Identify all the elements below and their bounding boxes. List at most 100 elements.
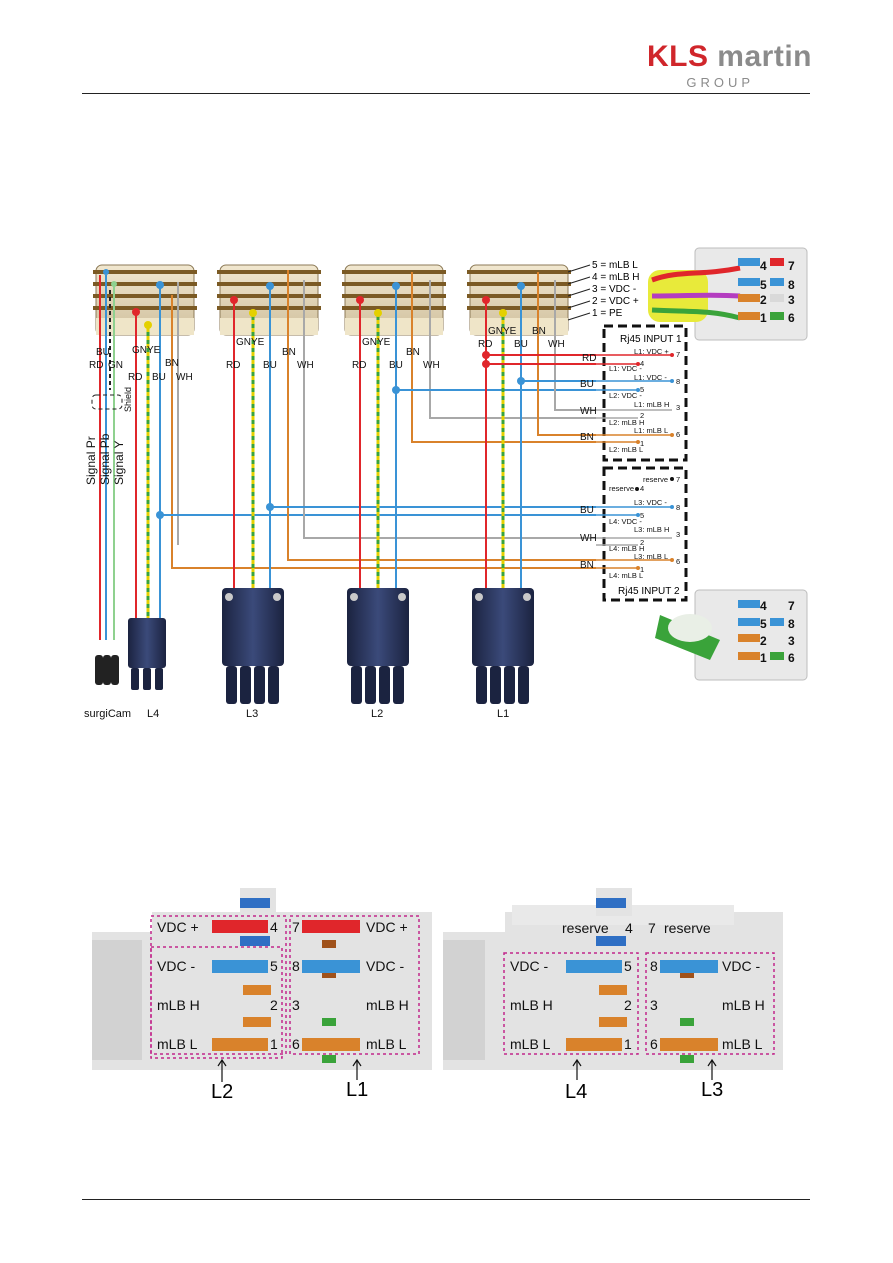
header-rule	[82, 93, 810, 94]
right-group-l4: L4	[565, 1081, 587, 1103]
rj45-lbl-bn-2: BN	[580, 560, 594, 571]
left-row-1-rpin: 8	[292, 958, 300, 974]
rj45-1-pin-8: 8	[676, 377, 680, 386]
logo-wordmark: KLS martin	[646, 40, 812, 73]
rj45-1-pin-5: 5	[640, 385, 644, 394]
plug-l1	[472, 588, 534, 704]
photo-bottom-pin-8: 8	[788, 617, 795, 631]
label-wh-l4: WH	[176, 372, 193, 383]
left-row-1-right: VDC -	[366, 958, 404, 974]
plug-l4	[128, 618, 166, 690]
rj45-2-row-3: L4: VDC -	[609, 517, 642, 526]
left-row-2-right: mLB H	[366, 997, 409, 1013]
right-row-3-left: mLB L	[510, 1036, 551, 1052]
right-row-2-right: mLB H	[722, 997, 765, 1013]
rj45-2-row-0: reserve	[643, 475, 668, 484]
rj45-1-row-6: L1: mLB L	[634, 426, 668, 435]
plug-l3	[222, 588, 284, 704]
label-l4: L4	[147, 708, 159, 720]
label-shield: Shield	[123, 387, 133, 412]
rj45-1-pin-4: 4	[640, 359, 644, 368]
right-row-3-rpin: 6	[650, 1036, 658, 1052]
left-row-2-rpin: 3	[292, 997, 300, 1013]
shield-box	[91, 394, 123, 410]
label-signal-pr: Signal Pr	[84, 436, 98, 485]
left-row-0-left: VDC +	[157, 919, 199, 935]
label-rd-l1: RD	[478, 339, 492, 350]
rj45-2-pin-6: 6	[676, 557, 680, 566]
label-bn-l4: BN	[165, 358, 179, 369]
label-rd-l3: RD	[226, 360, 240, 371]
photo-top-pin-7: 7	[788, 259, 795, 273]
wires	[99, 270, 596, 640]
rj45-2-pin-7: 7	[676, 475, 680, 484]
wire-labels: BU RD GN GNYE BN RD BU WH GNYE BN RD BU …	[89, 326, 565, 412]
right-row-0-right: reserve	[664, 920, 711, 936]
logo-group: GROUP	[686, 75, 754, 90]
rj45-1-pin-2: 2	[640, 411, 644, 420]
rj45-lbl-wh: WH	[580, 406, 597, 417]
photo-bottom-pin-5: 5	[760, 617, 767, 631]
left-row-2-lpin: 2	[270, 997, 278, 1013]
label-rd-l2: RD	[352, 360, 366, 371]
ring-legend-4: 4 = mLB H	[592, 272, 640, 283]
photo-top-pin-4: 4	[760, 259, 767, 273]
label-bu-l1: BU	[514, 339, 528, 350]
photo-bottom-pin-6: 6	[788, 651, 795, 665]
photo-top-pin-5: 5	[760, 278, 767, 292]
label-signal-pb: Signal Pb	[98, 433, 112, 485]
wire-junctions	[103, 269, 525, 519]
rj45-2-pin-3: 3	[676, 530, 680, 539]
rj45-1-row-4: L1: mLB H	[634, 400, 669, 409]
ring-legend-5: 5 = mLB L	[592, 260, 638, 271]
ring-legend: 5 = mLB L 4 = mLB H 3 = VDC - 2 = VDC + …	[567, 260, 640, 321]
photo-bottom-pin-7: 7	[788, 599, 795, 613]
label-gnye-l4: GNYE	[132, 345, 161, 356]
right-row-0-lpin: 4	[625, 920, 633, 936]
left-row-3-rpin: 6	[292, 1036, 300, 1052]
label-l1: L1	[497, 708, 509, 720]
connector-pinout-left: VDC + 4 7 VDC + VDC - 5 8 VDC - mLB H 2 …	[92, 888, 432, 1103]
label-rd-l4: RD	[128, 372, 142, 383]
plug-l2	[347, 588, 409, 704]
label-wh-l2: WH	[423, 360, 440, 371]
rj45-2-pin-5: 5	[640, 511, 644, 520]
left-group-l2: L2	[211, 1081, 233, 1103]
photo-bottom-pin-1: 1	[760, 651, 767, 665]
rj45-1-pin-6: 6	[676, 430, 680, 439]
label-gnye-l2: GNYE	[362, 337, 391, 348]
rj45-1-pin-3: 3	[676, 403, 680, 412]
signal-labels: Signal Pr Signal Pb Signal Y	[84, 433, 126, 485]
rj45-2-row-6: L3: mLB L	[634, 552, 668, 561]
left-row-1-lpin: 5	[270, 958, 278, 974]
right-row-3-right: mLB L	[722, 1036, 763, 1052]
label-l2: L2	[371, 708, 383, 720]
label-l3: L3	[246, 708, 258, 720]
rj45-2-row-4: L3: mLB H	[634, 525, 669, 534]
label-bu-l3: BU	[263, 360, 277, 371]
photo-bottom-pin-3: 3	[788, 634, 795, 648]
photo-top-pin-8: 8	[788, 278, 795, 292]
label-wh-l1: WH	[548, 339, 565, 350]
left-row-1-left: VDC -	[157, 958, 195, 974]
label-gnye-l3: GNYE	[236, 337, 265, 348]
rj45-1-row-2: L1: VDC -	[634, 373, 667, 382]
label-wh-l3: WH	[297, 360, 314, 371]
left-row-0-right: VDC +	[366, 919, 408, 935]
right-row-0-left: reserve	[562, 920, 609, 936]
rj45-lbl-bn: BN	[580, 432, 594, 443]
right-row-3-lpin: 1	[624, 1036, 632, 1052]
label-bn-l3: BN	[282, 347, 296, 358]
rj45-lbl-wh-2: WH	[580, 533, 597, 544]
label-bn-l2: BN	[406, 347, 420, 358]
footer-rule	[82, 1199, 810, 1200]
rj45-1-row-0: L1: VDC +	[634, 347, 669, 356]
rj45-1-row-7: L2: mLB L	[609, 445, 643, 454]
rj45-1-row-5: L2: mLB H	[609, 418, 644, 427]
rj45-2-pin-8: 8	[676, 503, 680, 512]
rj45-lbl-rd: RD	[582, 353, 596, 364]
rj45-1-row-1: L1: VDC -	[609, 364, 642, 373]
left-row-3-left: mLB L	[157, 1036, 198, 1052]
